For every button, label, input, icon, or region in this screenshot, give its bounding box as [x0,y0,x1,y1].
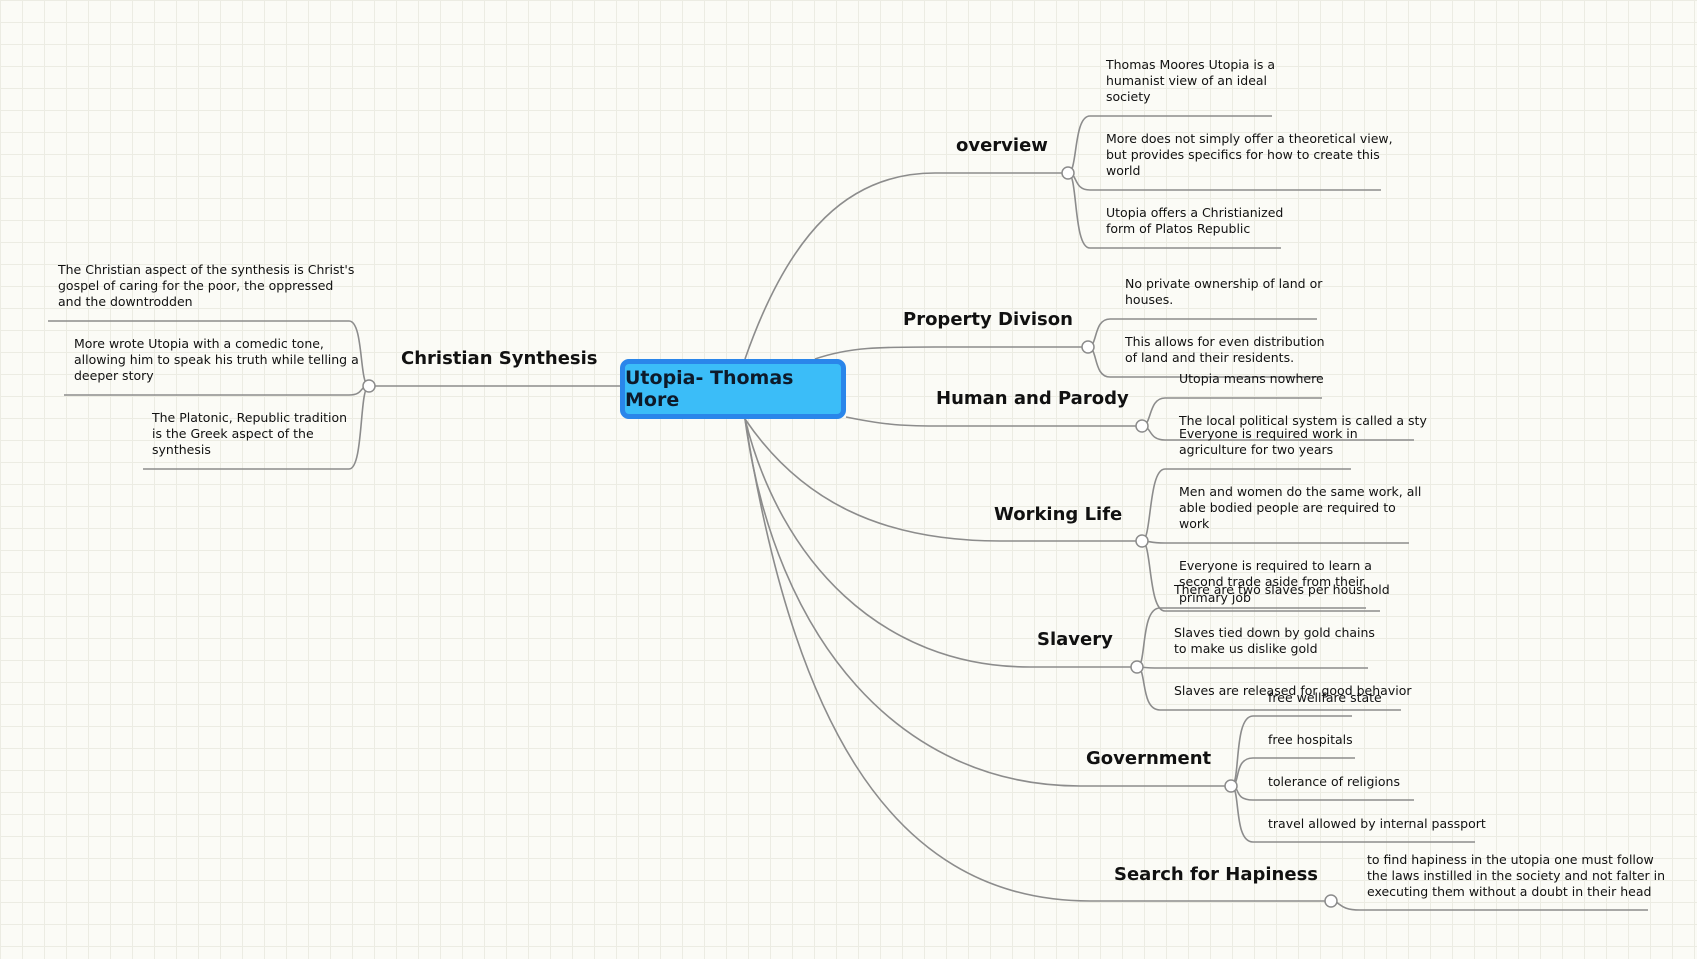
property-item-1[interactable]: No private ownership of land or houses. [1125,276,1323,307]
slavery-item-3[interactable]: Slaves are released for good behavior [1174,683,1412,698]
branch-working-life[interactable]: Working Life [994,504,1123,525]
branch-christian-synthesis[interactable]: Christian Synthesis [401,348,598,369]
government-item-4[interactable]: travel allowed by internal passport [1268,816,1486,831]
slavery-item-2[interactable]: Slaves tied down by gold chains to make … [1174,625,1375,656]
branch-slavery[interactable]: Slavery [1037,629,1113,650]
working-item-3[interactable]: Everyone is required to learn a second t… [1179,558,1372,605]
government-junction-icon[interactable] [1224,779,1238,793]
government-item-1[interactable]: free wellfare state [1268,690,1382,705]
branch-property-division[interactable]: Property Divison [903,309,1073,330]
government-item-2[interactable]: free hospitals [1268,732,1353,747]
branch-overview[interactable]: overview [956,135,1048,156]
overview-item-2[interactable]: More does not simply offer a theoretical… [1106,131,1393,178]
branch-search-for-hapiness[interactable]: Search for Hapiness [1114,864,1319,885]
working-junction-icon[interactable] [1135,534,1149,548]
human-junction-icon[interactable] [1135,419,1149,433]
happiness-item-1[interactable]: to find hapiness in the utopia one must … [1367,852,1666,899]
human-item-2[interactable]: The local political system is called a s… [1179,413,1427,428]
overview-junction-icon[interactable] [1061,166,1075,180]
slavery-item-1[interactable]: There are two slaves per houshold [1174,582,1390,597]
overview-item-1[interactable]: Thomas Moores Utopia is a humanist view … [1106,57,1276,104]
christian-item-1[interactable]: The Christian aspect of the synthesis is… [58,262,355,309]
overview-item-3[interactable]: Utopia offers a Christianized form of Pl… [1106,205,1284,236]
slavery-junction-icon[interactable] [1130,660,1144,674]
government-item-3[interactable]: tolerance of religions [1268,774,1400,789]
working-item-2[interactable]: Men and women do the same work, all able… [1179,484,1422,531]
property-item-2[interactable]: This allows for even distribution of lan… [1125,334,1325,365]
christian-item-2[interactable]: More wrote Utopia with a comedic tone, a… [74,336,359,383]
human-item-1[interactable]: Utopia means nowhere [1179,371,1324,386]
property-junction-icon[interactable] [1081,340,1095,354]
christian-item-3[interactable]: The Platonic, Republic tradition is the … [152,410,348,457]
branch-government[interactable]: Government [1086,748,1212,769]
central-topic[interactable]: Utopia- Thomas More [620,359,846,419]
happiness-junction-icon[interactable] [1324,894,1338,908]
christian-junction-icon[interactable] [362,379,376,393]
branch-human-and-parody[interactable]: Human and Parody [936,388,1129,409]
working-item-1[interactable]: Everyone is required work in agriculture… [1179,426,1358,457]
